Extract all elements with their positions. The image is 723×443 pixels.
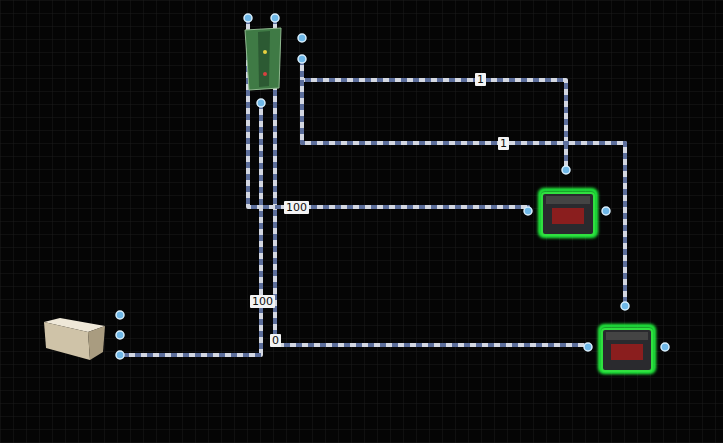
wire-value: 1 [498, 137, 509, 150]
connector-dots [116, 14, 669, 359]
cabinet [44, 318, 105, 360]
wire-value: 100 [284, 201, 309, 214]
wire-value: 1 [475, 73, 486, 86]
wires [120, 18, 625, 355]
wire-value: 100 [250, 295, 275, 308]
terminal-panel [245, 28, 281, 90]
wire-value: 0 [270, 334, 281, 347]
battery [600, 326, 654, 372]
battery [540, 190, 596, 236]
